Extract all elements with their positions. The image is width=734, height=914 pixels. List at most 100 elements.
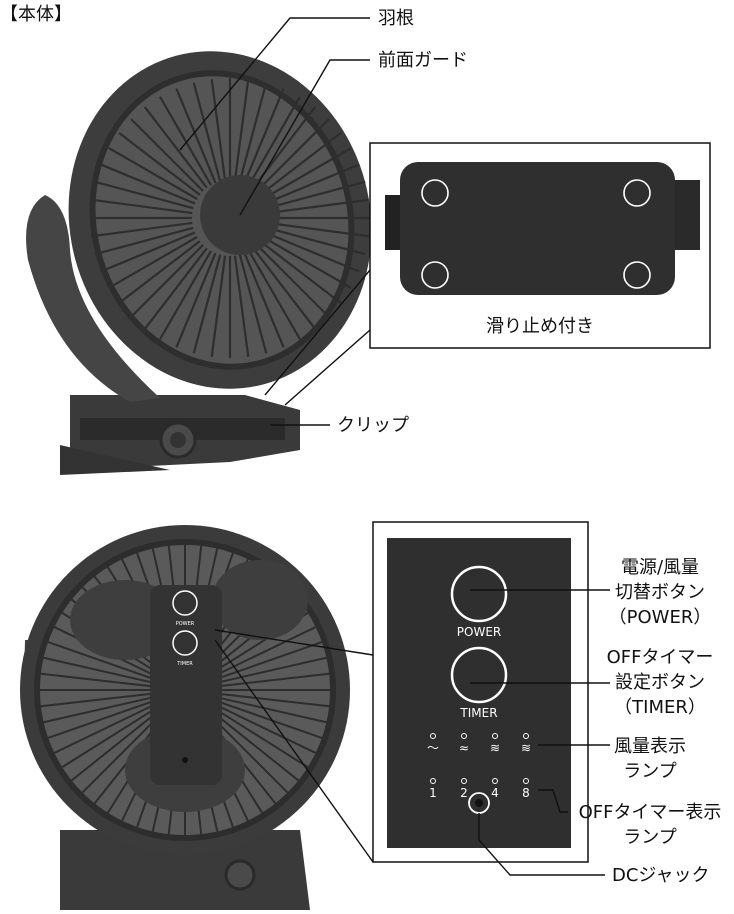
guard-spoke — [40, 692, 156, 708]
speed-lamp-label-1: ～ — [427, 741, 439, 755]
guard-spoke — [248, 250, 301, 340]
guard-spoke — [212, 698, 323, 739]
timer-lamp-label-line2: ランプ — [623, 827, 676, 848]
timer-label-line3: （TIMER） — [614, 697, 706, 718]
speed-lamp-label-4: ≋ — [521, 741, 531, 755]
panel-leader-b — [214, 639, 374, 863]
guard-spoke — [212, 641, 323, 682]
fan-front-view: POWER TIMER — [20, 525, 350, 910]
guard-spoke — [207, 707, 299, 782]
guard-spoke — [94, 180, 194, 210]
dc-jack-label: DCジャック — [612, 865, 710, 886]
guard-spoke — [262, 236, 352, 289]
clip-label: クリップ — [337, 415, 409, 436]
timer-lamp-1 — [430, 778, 436, 784]
timer-lamp-label-4: 8 — [522, 786, 530, 800]
power-button-text: POWER — [457, 625, 501, 639]
guard-spoke — [159, 96, 212, 186]
guard-spoke — [47, 698, 158, 739]
timer-lamp-2 — [461, 778, 467, 784]
guard-spoke — [143, 247, 208, 330]
guard-spoke — [175, 252, 217, 348]
speed-lamp-4 — [523, 733, 529, 739]
power-button[interactable] — [450, 565, 508, 623]
power-label-line2: 切替ボタン — [615, 582, 705, 603]
guard-spoke — [192, 254, 222, 354]
guard-spoke — [259, 240, 342, 305]
guard-spoke — [47, 641, 158, 682]
section-title: 【本体】 — [0, 4, 72, 25]
guard-spoke — [118, 240, 201, 305]
control-panel: POWER TIMER ～ ≈ ≋ ≋ 1 2 4 8 — [387, 538, 571, 848]
guard-spoke — [209, 705, 309, 768]
mini-power-text: POWER — [176, 621, 195, 627]
guard-spoke — [53, 702, 159, 754]
guard-spoke — [94, 226, 194, 256]
guard-spoke — [243, 252, 285, 348]
timer-lamp-4 — [523, 778, 529, 784]
timer-lamp-label-3: 4 — [491, 786, 499, 800]
power-label-line1: 電源/風量 — [621, 557, 699, 578]
guard-spoke — [214, 656, 327, 685]
clip-bottom-image — [385, 162, 700, 295]
timer-lamp-label-line1: OFFタイマー表示 — [579, 802, 722, 823]
timer-label-line2: 設定ボタン — [615, 672, 705, 693]
guard-spoke — [266, 180, 366, 210]
panel-leader-a — [214, 629, 374, 656]
guard-spoke — [100, 231, 196, 273]
timer-lamp-label-1: 1 — [429, 786, 437, 800]
guard-spoke — [130, 244, 204, 318]
guard-spoke — [211, 626, 317, 678]
guard-spoke — [214, 692, 330, 708]
guard-spoke — [210, 79, 227, 181]
power-label-line3: （POWER） — [609, 607, 712, 628]
timer-lamp-leader — [538, 789, 568, 813]
guard-spoke — [210, 255, 227, 357]
blade-leader — [179, 17, 370, 151]
timer-button-text: TIMER — [459, 706, 497, 720]
guard-spoke — [264, 231, 360, 273]
guard-spoke — [233, 255, 250, 357]
timer-label-line1: OFFタイマー — [607, 647, 714, 668]
speed-lamp-label-2: ≈ — [459, 741, 469, 755]
dc-jack-leader — [478, 813, 605, 876]
inset-leader-a — [264, 269, 371, 396]
mini-timer-text: TIMER — [176, 661, 193, 667]
guard-spoke — [108, 147, 198, 200]
anti-slip-label: 滑り止め付き — [486, 316, 594, 337]
timer-lamp-label-2: 2 — [460, 786, 468, 800]
guard-spoke — [192, 82, 222, 182]
guard-spoke — [40, 672, 156, 688]
speed-lamp-1 — [430, 733, 436, 739]
timer-button[interactable] — [450, 646, 508, 704]
speed-lamp-3 — [492, 733, 498, 739]
guard-spoke — [256, 244, 330, 318]
guard-spoke — [233, 79, 250, 181]
guard-spoke — [214, 672, 330, 688]
guard-spoke — [71, 707, 163, 782]
guard-spoke — [143, 106, 208, 189]
guard-spoke — [118, 131, 201, 196]
guard-spoke — [108, 236, 198, 289]
guard-spoke — [159, 250, 212, 340]
guard-spoke — [91, 221, 193, 238]
inset-leader-b — [284, 329, 371, 406]
guard-spoke — [43, 695, 156, 724]
guard-spoke — [238, 82, 268, 182]
blade-label: 羽根 — [378, 8, 414, 29]
guard-spoke — [211, 702, 317, 754]
guard-spoke — [100, 163, 196, 205]
speed-lamp-2 — [461, 733, 467, 739]
guard-spoke — [243, 88, 285, 184]
speed-lamp-label-3: ≋ — [490, 741, 500, 755]
guard-spoke — [214, 695, 327, 724]
guard-spoke — [130, 118, 204, 192]
guard-spoke — [43, 656, 156, 685]
front-guard-leader — [239, 59, 370, 216]
guard-spoke — [175, 88, 217, 184]
speed-lamp-label-line2: ランプ — [623, 761, 676, 782]
timer-lamp-3 — [492, 778, 498, 784]
speed-lamp-label-line1: 風量表示 — [614, 736, 686, 757]
guard-spoke — [238, 254, 268, 354]
